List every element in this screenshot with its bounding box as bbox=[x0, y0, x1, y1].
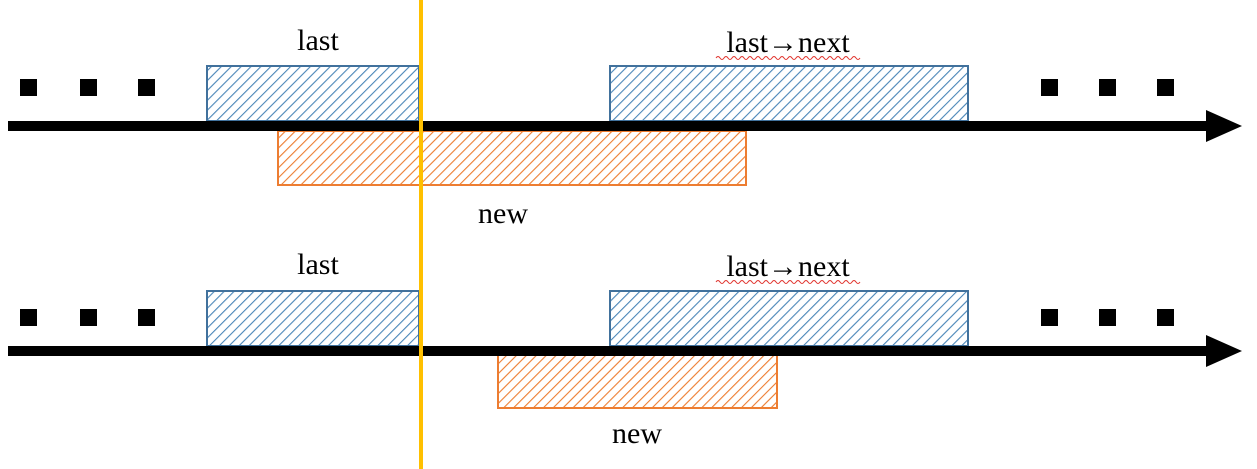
next-interval-box bbox=[609, 290, 969, 347]
ellipsis-dot bbox=[1041, 309, 1058, 326]
ellipsis-right bbox=[1041, 309, 1174, 326]
ellipsis-dot bbox=[80, 309, 97, 326]
next-label: last→next bbox=[726, 26, 850, 59]
ellipsis-left bbox=[20, 309, 155, 326]
ellipsis-left bbox=[20, 79, 155, 96]
row-1: last last→next new bbox=[8, 24, 1242, 230]
ellipsis-dot bbox=[20, 79, 37, 96]
ellipsis-right bbox=[1041, 79, 1174, 96]
ellipsis-dot bbox=[1157, 309, 1174, 326]
last-interval-box bbox=[206, 65, 420, 122]
spellcheck-underline bbox=[715, 56, 861, 60]
ellipsis-dot bbox=[1099, 79, 1116, 96]
new-interval-box bbox=[497, 354, 778, 409]
spellcheck-underline bbox=[715, 280, 861, 284]
last-label: last bbox=[297, 24, 339, 57]
new-label: new bbox=[478, 197, 528, 230]
new-interval-box bbox=[277, 130, 747, 186]
last-label: last bbox=[297, 248, 339, 281]
last-interval-box bbox=[206, 290, 420, 347]
timeline-arrow bbox=[8, 335, 1242, 367]
timeline-arrow bbox=[8, 110, 1242, 142]
ellipsis-dot bbox=[80, 79, 97, 96]
ellipsis-dot bbox=[1099, 309, 1116, 326]
row-2: last last→next new bbox=[8, 248, 1242, 450]
next-interval-box bbox=[609, 65, 969, 122]
ellipsis-dot bbox=[20, 309, 37, 326]
ellipsis-dot bbox=[138, 309, 155, 326]
ellipsis-dot bbox=[1157, 79, 1174, 96]
new-label: new bbox=[612, 417, 662, 450]
ellipsis-dot bbox=[138, 79, 155, 96]
ellipsis-dot bbox=[1041, 79, 1058, 96]
next-label: last→next bbox=[726, 250, 850, 283]
